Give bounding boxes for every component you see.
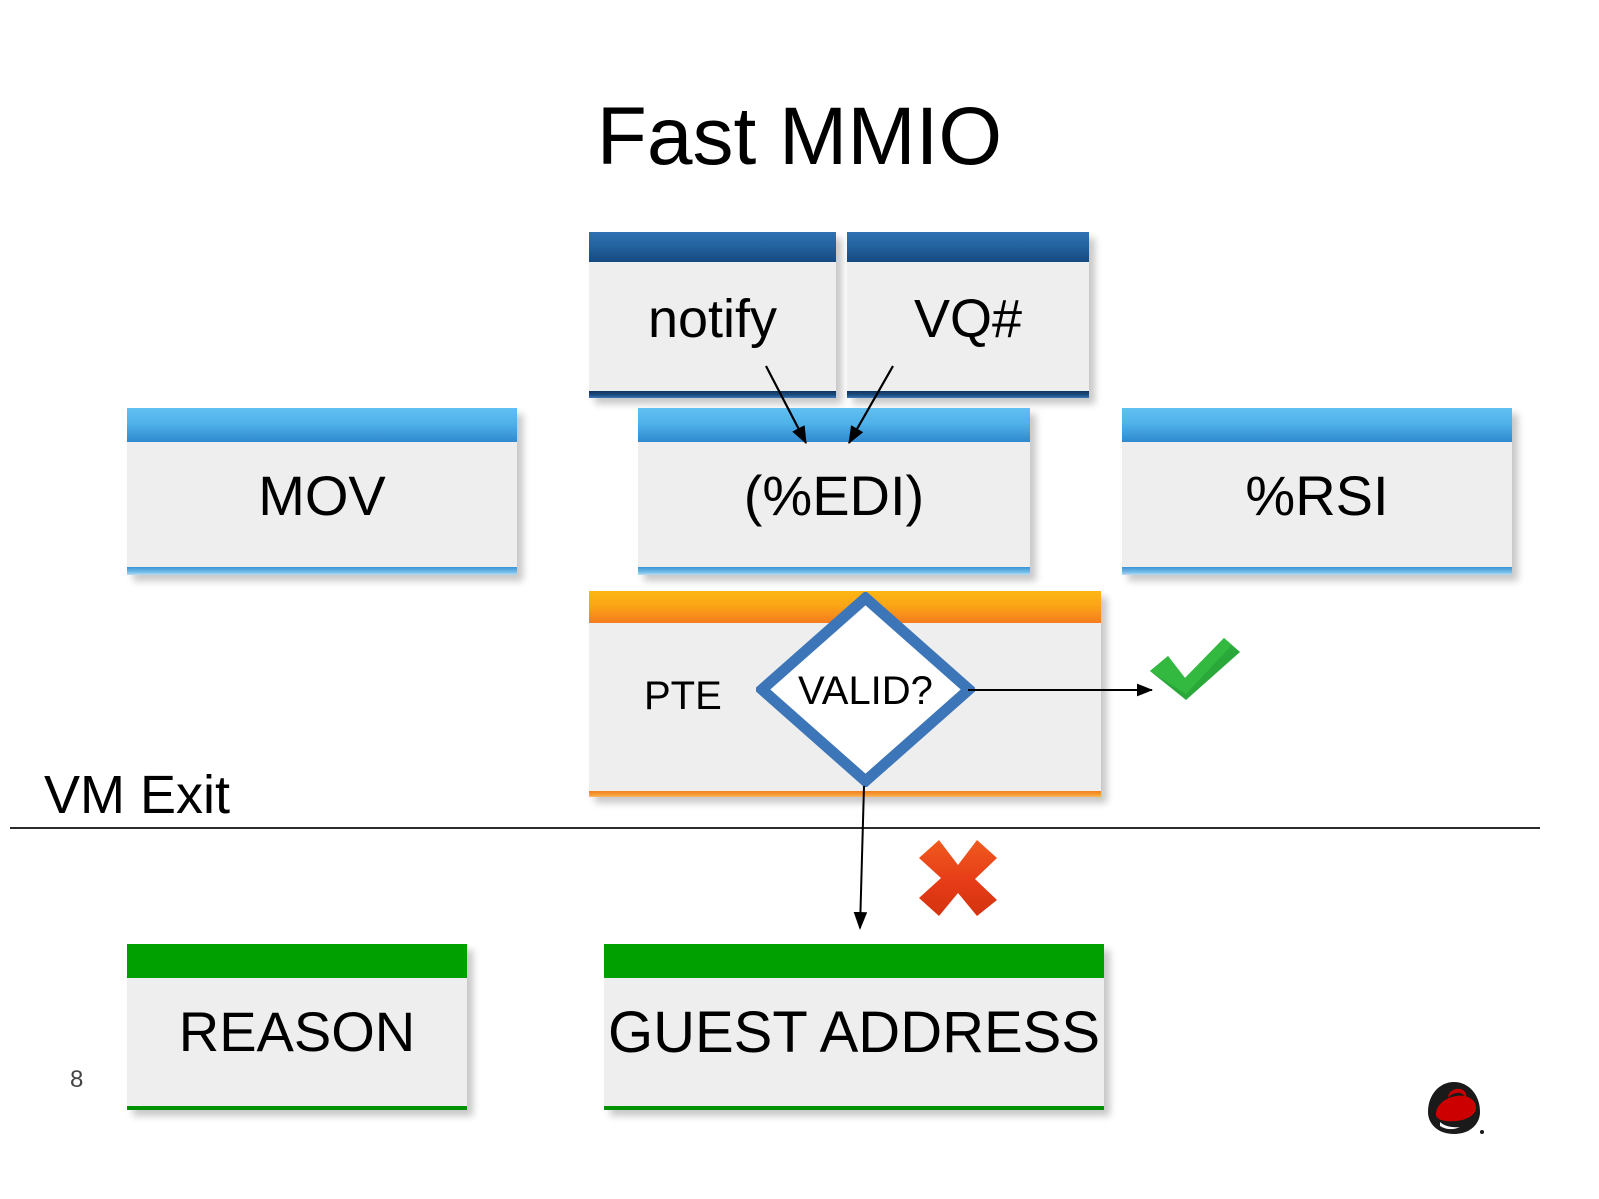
box-header-bar — [127, 944, 467, 978]
exit-field-guest-address-label: GUEST ADDRESS — [607, 1000, 1101, 1065]
exit-field-reason-label: REASON — [178, 1000, 416, 1063]
box-underline — [847, 391, 1089, 398]
decision-diamond-label: VALID? — [798, 669, 933, 713]
pte-label: PTE — [644, 674, 722, 718]
instruction-part-edi-label: (%EDI) — [743, 464, 925, 527]
diamond-shape-icon — [756, 592, 975, 787]
box-header-bar — [638, 408, 1030, 442]
page-number: 8 — [70, 1066, 84, 1093]
box-underline — [589, 391, 836, 398]
page-title: Fast MMIO — [596, 91, 1003, 182]
instruction-part-mov-label: MOV — [258, 464, 386, 527]
virtio-field-vq-label: VQ# — [913, 289, 1023, 349]
instruction-part-rsi-label: %RSI — [1245, 464, 1389, 527]
virtio-field-notify-label: notify — [647, 289, 778, 349]
exit-field-guest-address[interactable]: GUEST ADDRESS — [604, 944, 1104, 1110]
box-underline — [127, 1106, 467, 1110]
redhat-logo-icon — [1428, 1082, 1484, 1134]
red-cross-icon — [919, 840, 997, 916]
green-check-icon — [1150, 638, 1240, 700]
instruction-part-rsi[interactable]: %RSI — [1122, 408, 1512, 575]
virtio-field-notify[interactable]: notify — [589, 232, 836, 398]
virtio-field-vq[interactable]: VQ# — [847, 232, 1089, 398]
instruction-part-edi[interactable]: (%EDI) — [638, 408, 1030, 575]
box-header-bar — [589, 232, 836, 262]
box-underline — [604, 1106, 1104, 1110]
vm-exit-label: VM Exit — [44, 765, 231, 825]
instruction-part-mov[interactable]: MOV — [127, 408, 517, 575]
box-underline — [589, 791, 1101, 797]
exit-field-reason[interactable]: REASON — [127, 944, 467, 1110]
box-header-bar — [1122, 408, 1512, 442]
box-header-bar — [847, 232, 1089, 262]
box-header-bar — [604, 944, 1104, 978]
vm-exit-divider-line — [10, 827, 1540, 829]
decision-diamond-valid[interactable]: VALID? — [756, 592, 975, 787]
arrow-invalid-to-guest-address — [853, 785, 868, 930]
box-underline — [638, 567, 1030, 575]
box-header-bar — [127, 408, 517, 442]
box-underline — [127, 567, 517, 575]
box-underline — [1122, 567, 1512, 575]
